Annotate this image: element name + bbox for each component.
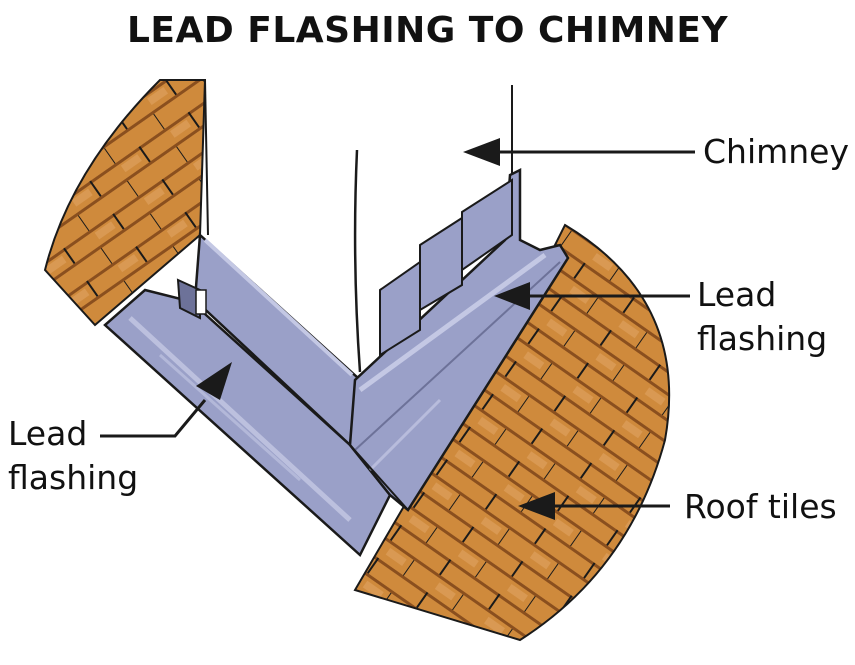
lead-flashing-right-label-line2: flashing [697, 319, 828, 358]
lead-flashing-left-label-line1: Lead [8, 414, 88, 453]
lead-flashing-right-label-line1: Lead [697, 275, 777, 314]
roof-tiles-arrow [518, 492, 670, 520]
lead-flashing-left-label-line2: flashing [8, 458, 139, 497]
diagram-title: LEAD FLASHING TO CHIMNEY [126, 10, 729, 51]
roof-tiles-label: Roof tiles [684, 487, 837, 526]
right-roof-tiles [353, 223, 671, 642]
lead-flashing-right-label: Lead flashing [697, 273, 827, 361]
lead-flashing-left-arrow [100, 362, 232, 438]
lead-flashing-left-label: Lead flashing [8, 412, 138, 500]
left-roof-tiles [43, 79, 207, 327]
right-lead-flashing [348, 167, 570, 512]
chimney-label: Chimney [703, 132, 850, 171]
chimney-arrow [463, 138, 695, 166]
lead-flashing-right-arrow [494, 282, 690, 310]
